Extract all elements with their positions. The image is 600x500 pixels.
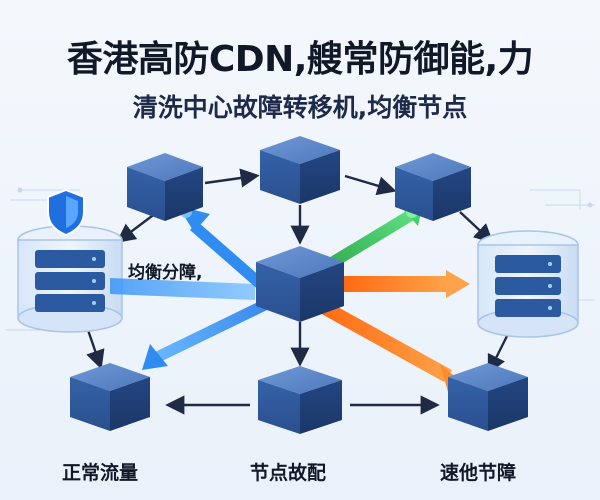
orange-flow-horizontal <box>342 276 448 292</box>
node-top-right <box>395 153 471 221</box>
node-center <box>256 246 344 322</box>
node-top-center <box>260 136 340 204</box>
page-subtitle: 清洗中心故障转移机,均衡节点 <box>132 93 468 122</box>
link-tc-tr <box>344 174 397 196</box>
shield-icon <box>47 188 85 237</box>
link-tl-tc <box>204 168 260 188</box>
node-bottom-center <box>258 366 342 434</box>
node-top-left <box>127 153 203 221</box>
label-fast-failover: 速他节障 <box>440 462 517 484</box>
node-bottom-left <box>70 363 150 431</box>
network-links <box>86 168 512 415</box>
orange-flow-diagonal <box>318 300 452 382</box>
blue-flow-horizontal <box>110 278 255 300</box>
blue-flow-down-left <box>155 300 267 362</box>
left-server-cluster <box>17 225 123 333</box>
blue-flow-up-left <box>190 222 270 293</box>
link-tr-rightdb <box>459 211 494 244</box>
label-node-fault: 节点故配 <box>250 462 327 484</box>
green-flow <box>322 210 414 272</box>
link-rightdb-br <box>487 329 512 375</box>
right-server-cluster <box>477 230 579 338</box>
flow-label: 均衡分障, <box>128 263 203 283</box>
label-normal-traffic: 正常流量 <box>62 462 139 484</box>
page-title: 香港高防CDN,艘常防御能,力 <box>66 39 534 80</box>
link-leftdb-bl <box>86 329 105 370</box>
node-bottom-right <box>448 363 528 431</box>
